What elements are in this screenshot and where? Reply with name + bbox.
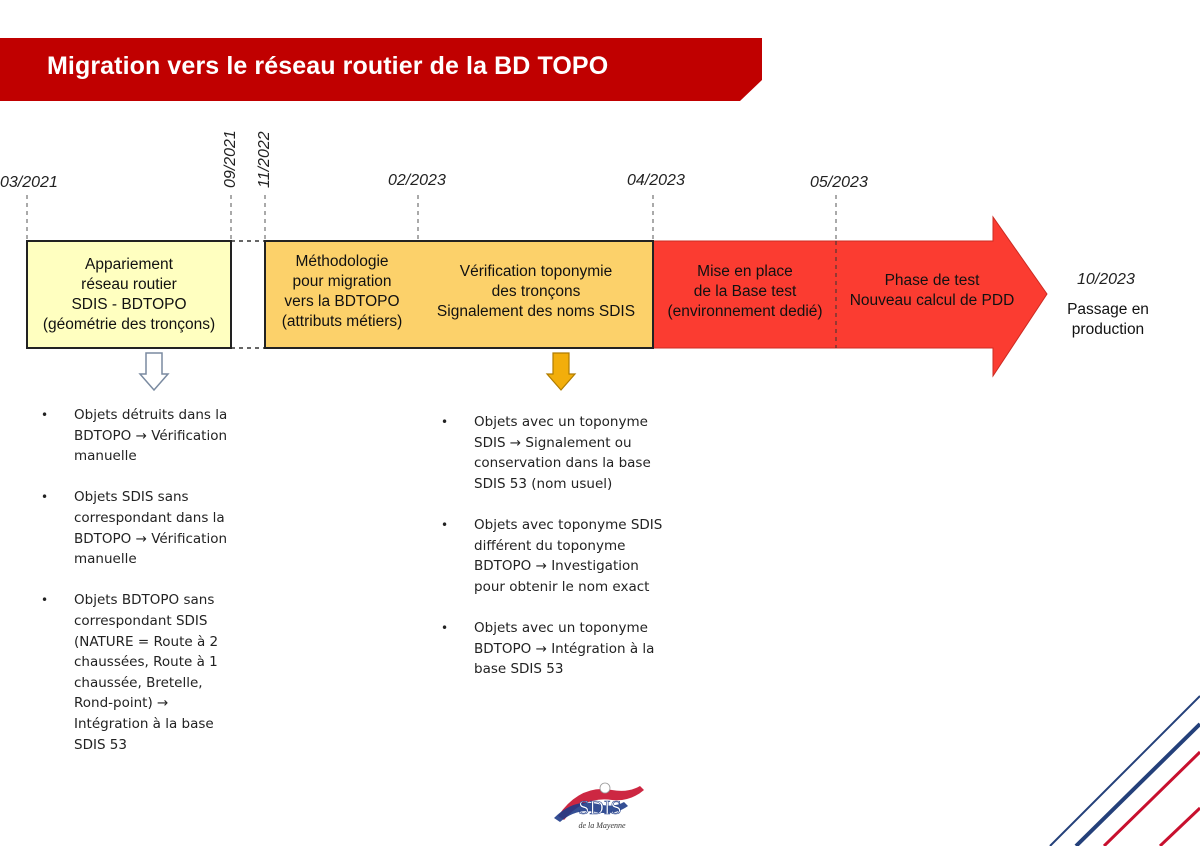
phase-appariement: Appariement réseau routier SDIS - BDTOPO… (26, 240, 232, 349)
production-label: Passage en production (1067, 301, 1149, 338)
date-03-2021: 03/2021 (0, 174, 58, 191)
list-item: Objets avec un toponyme BDTOPO → Intégra… (441, 618, 701, 680)
sdis-logo: SDIS de la Mayenne (554, 782, 644, 830)
date-02-2023: 02/2023 (388, 172, 446, 189)
list-item: Objets avec toponyme SDIS différent du t… (441, 515, 701, 597)
logo-subtext: de la Mayenne (578, 821, 626, 830)
red-timeline-arrow (652, 215, 1048, 378)
date-10-2023: 10/2023 (1077, 271, 1135, 288)
page-title: Migration vers le réseau routier de la B… (47, 52, 609, 80)
date-09-2021: 09/2021 (222, 130, 239, 188)
down-arrow-left (138, 352, 170, 392)
list-item: Objets SDIS sans correspondant dans la B… (41, 487, 281, 569)
phase-orange-block (264, 240, 654, 349)
notes-left-list: Objets détruits dans la BDTOPO → Vérific… (41, 405, 281, 776)
list-item: Objets BDTOPO sans correspondant SDIS (N… (41, 590, 281, 755)
date-11-2022: 11/2022 (256, 131, 273, 188)
down-arrow-right (545, 352, 577, 391)
phase-base-test-label: Mise en place de la Base test (environne… (667, 263, 823, 320)
phase-methodologie-label: Méthodologie pour migration vers la BDTO… (281, 253, 403, 330)
phase-appariement-label: Appariement réseau routier SDIS - BDTOPO… (42, 255, 216, 333)
date-05-2023: 05/2023 (810, 174, 868, 191)
phase-verification-label: Vérification toponymie des tronçons Sign… (436, 263, 636, 320)
logo-text: SDIS (578, 797, 621, 819)
notes-right-list: Objets avec un toponyme SDIS → Signaleme… (441, 412, 701, 700)
title-banner (0, 38, 762, 101)
list-item: Objets détruits dans la BDTOPO → Vérific… (41, 405, 281, 467)
date-04-2023: 04/2023 (627, 172, 685, 189)
phase-test-label: Phase de test Nouveau calcul de PDD (849, 272, 1015, 309)
list-item: Objets avec un toponyme SDIS → Signaleme… (441, 412, 701, 494)
corner-stripes (1049, 695, 1200, 846)
